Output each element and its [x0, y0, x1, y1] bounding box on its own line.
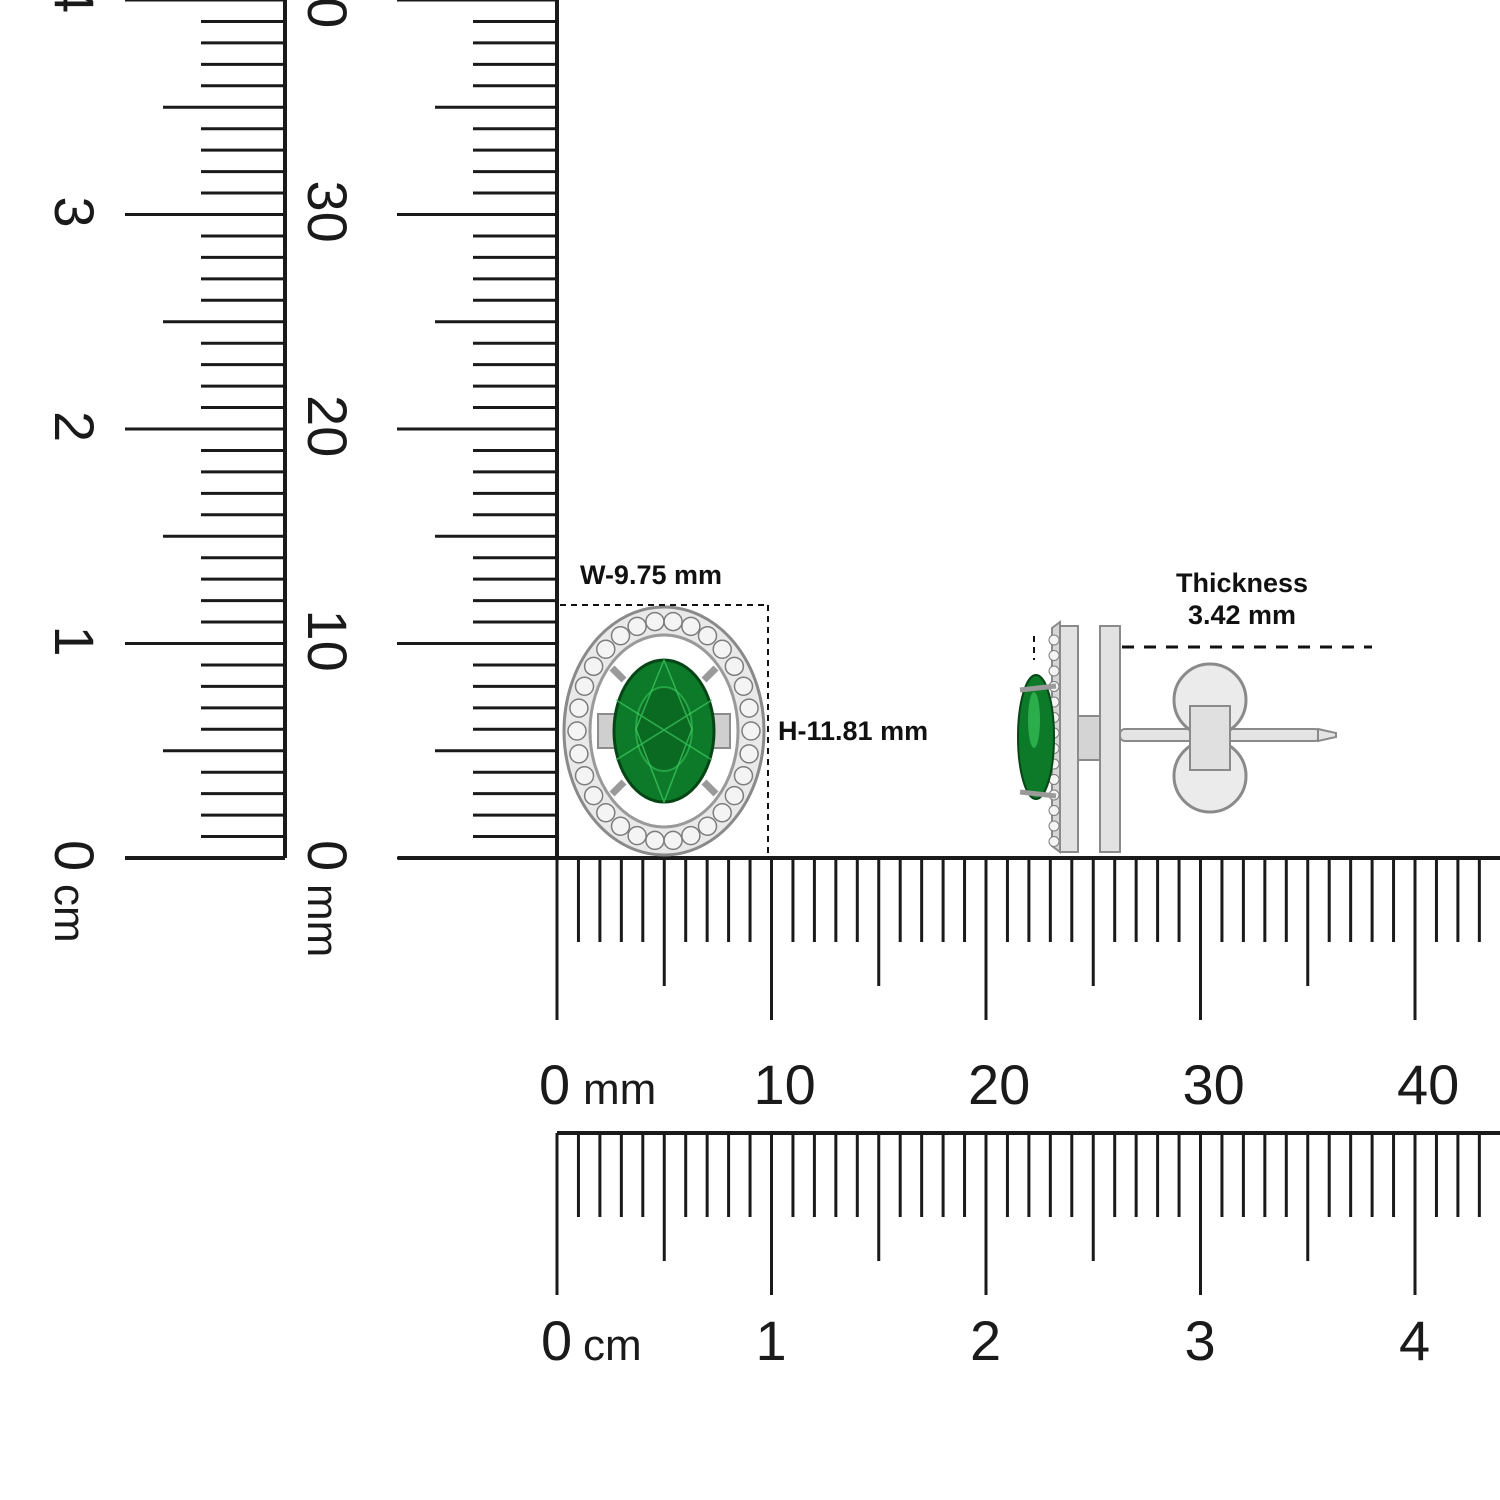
vertical-mm-tick-label: 10: [296, 610, 359, 672]
horizontal-mm-unit-label: mm: [583, 1065, 656, 1114]
post-tip: [1317, 727, 1337, 743]
horizontal-cm-tick-label: 3: [1185, 1309, 1216, 1372]
halo-stone: [645, 830, 665, 851]
halo-stone: [569, 744, 589, 764]
thickness-label: Thickness 3.42 mm: [1140, 567, 1344, 632]
side-halo-stone: [1048, 665, 1060, 677]
side-halo-stone: [1048, 634, 1060, 646]
horizontal-cm-tick-label: 1: [756, 1309, 787, 1372]
thickness-value: 3.42 mm: [1187, 600, 1297, 631]
halo-stone: [681, 616, 701, 637]
side-gallery-bridge: [1077, 715, 1101, 761]
side-halo-stone: [1048, 805, 1060, 816]
halo-stone: [583, 785, 604, 806]
vertical-cm-unit-label: cm: [45, 884, 94, 943]
side-emerald-highlight: [1028, 692, 1040, 748]
side-halo-stone: [1048, 650, 1060, 661]
halo-stone: [724, 785, 745, 806]
vertical-cm-tick-label: 4: [43, 0, 106, 13]
halo-stones: [567, 611, 761, 851]
vertical-mm-tick-label: 30: [296, 181, 359, 243]
emerald-table: [635, 686, 693, 772]
halo-stone: [733, 676, 754, 697]
halo-stone: [733, 765, 754, 786]
vertical-cm-tick-label: 0: [43, 840, 106, 871]
side-gallery-back: [1099, 625, 1121, 853]
vertical-mm-unit-label: mm: [298, 884, 347, 957]
vertical-mm-tick-label: 0: [296, 840, 359, 871]
halo-stone: [567, 721, 587, 741]
prong-3: [609, 779, 627, 797]
halo-stone: [569, 698, 589, 718]
prong-4: [701, 779, 719, 797]
halo-stone: [741, 721, 761, 741]
side-gallery-front: [1059, 625, 1079, 853]
halo-stone: [596, 639, 616, 660]
side-halo-stone: [1048, 820, 1060, 832]
halo-stone: [610, 625, 631, 646]
earring-back-barrel: [1189, 705, 1231, 771]
halo-stone: [596, 802, 616, 823]
halo-stone: [663, 611, 683, 632]
prong-2: [701, 665, 719, 683]
side-prong-bottom: [1019, 789, 1057, 799]
horizontal-cm-tick-label: 4: [1399, 1309, 1430, 1372]
halo-stone: [739, 698, 759, 718]
halo-stone: [697, 816, 718, 837]
halo-stone: [627, 825, 647, 846]
vertical-mm-tick-label: 20: [296, 395, 359, 457]
halo-stone: [574, 765, 595, 786]
side-halo-stone: [1048, 836, 1060, 847]
halo-stone: [645, 611, 665, 632]
rulers-layer: 010203040mm01234cm010203040mm01234cm: [43, 0, 1500, 1372]
halo-stone: [712, 802, 732, 823]
halo-stone: [697, 625, 718, 646]
height-label: H-11.81 mm: [778, 716, 929, 746]
vertical-mm-tick-label: 40: [296, 0, 359, 28]
horizontal-mm-tick-label: 20: [968, 1053, 1030, 1116]
halo-stone: [712, 639, 732, 660]
halo-stone: [627, 616, 647, 637]
width-label: W-9.75 mm: [580, 560, 723, 590]
thickness-title: Thickness: [1175, 568, 1309, 598]
halo-stone: [724, 656, 745, 677]
vertical-cm-tick-label: 3: [43, 197, 106, 228]
halo-stone: [681, 825, 701, 846]
halo-stone: [663, 830, 683, 851]
vertical-cm-tick-label: 1: [43, 626, 106, 657]
halo-stone: [583, 656, 604, 677]
prong-1: [609, 665, 627, 683]
horizontal-mm-tick-label: 30: [1183, 1053, 1245, 1116]
halo-stone: [739, 744, 759, 764]
earring-side-view: [1017, 620, 1337, 854]
horizontal-cm-tick-label: 0: [541, 1309, 572, 1372]
horizontal-mm-tick-label: 10: [754, 1053, 816, 1116]
halo-stone: [610, 816, 631, 837]
halo-stone: [574, 676, 595, 697]
horizontal-mm-tick-label: 40: [1397, 1053, 1459, 1116]
vertical-cm-tick-label: 2: [43, 411, 106, 442]
side-prong-top: [1019, 683, 1057, 693]
emerald-facets: [615, 658, 713, 805]
horizontal-cm-tick-label: 2: [970, 1309, 1001, 1372]
horizontal-mm-tick-label: 0: [539, 1053, 570, 1116]
horizontal-cm-unit-label: cm: [583, 1321, 642, 1370]
earring-front-view: [562, 605, 766, 857]
